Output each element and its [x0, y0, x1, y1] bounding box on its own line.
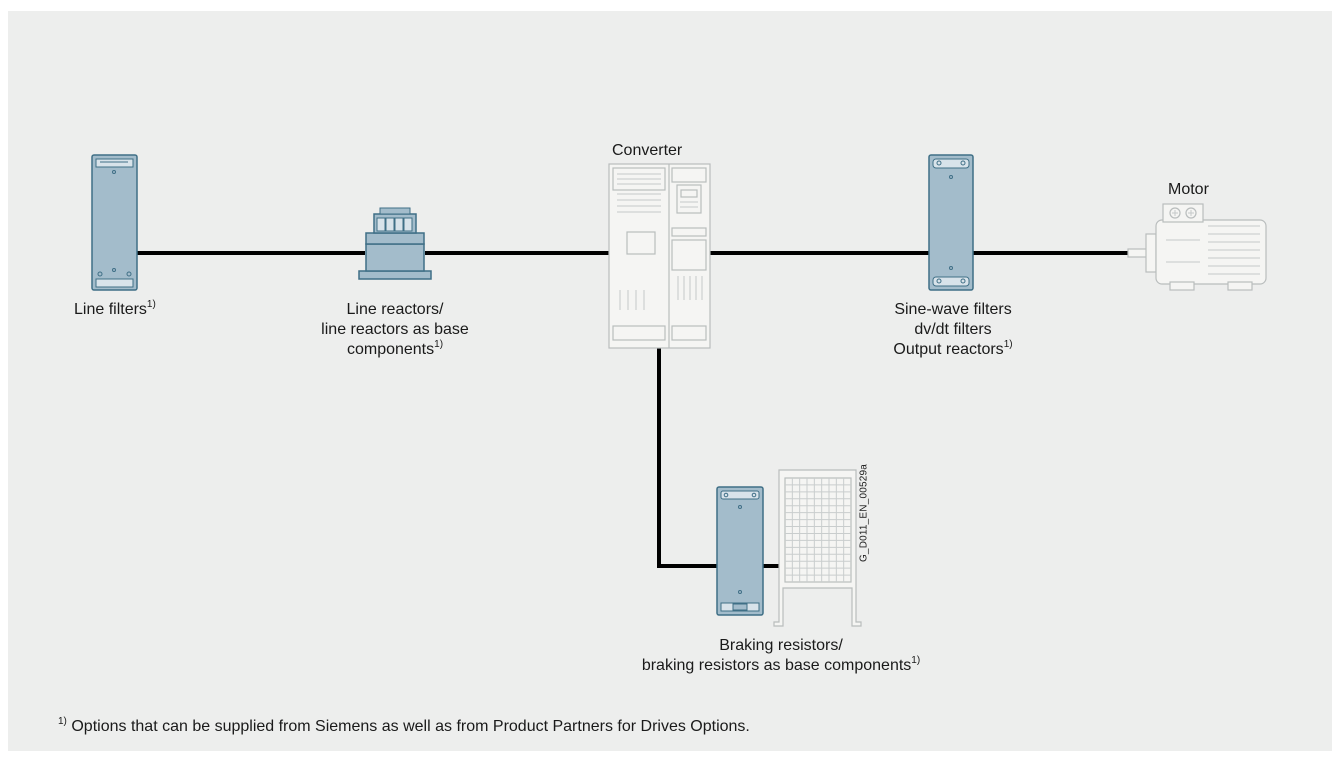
braking-resistor-icon: [716, 486, 764, 616]
braking-resistors-line2: braking resistors as base components: [641, 657, 912, 674]
braking-resistors-line2-wrap: braking resistors as base components1): [641, 654, 921, 676]
line-reactors-line3-wrap: components1): [321, 338, 469, 360]
motor-label: Motor: [1168, 181, 1209, 198]
sine-wave-filters-text: Sine-wave filters: [894, 301, 1012, 318]
converter-icon: [608, 163, 711, 349]
output-filter-icon: [928, 154, 974, 291]
line-reactor-icon: [358, 207, 432, 280]
footnote: 1) Options that can be supplied from Sie…: [58, 715, 750, 737]
connection-lines: [136, 251, 1143, 568]
line-filters-label: Line filters1): [74, 298, 156, 320]
motor-icon: [1127, 203, 1267, 291]
resistor-grid-icon: [773, 469, 862, 627]
braking-resistors-line1: Braking resistors/: [719, 637, 843, 654]
converter-label: Converter: [612, 142, 683, 159]
line-reactors-line1: Line reactors/: [346, 301, 444, 318]
line-filters-text: Line filters: [74, 301, 147, 318]
reference-code: G_D011_EN_00529a: [858, 463, 870, 563]
output-reactors-wrap: Output reactors1): [893, 338, 1013, 360]
footnote-marker: 1): [1003, 338, 1013, 350]
converter-to-braking-resistor: [657, 348, 717, 568]
footnote-marker: 1): [146, 298, 156, 310]
footnote-text: Options that can be supplied from Siemen…: [71, 718, 750, 735]
braking-resistors-label: Braking resistors/ braking resistors as …: [642, 636, 920, 676]
diagram-panel: [8, 11, 1332, 751]
line-filter-icon: [91, 154, 138, 291]
footnote-marker: 1): [434, 338, 444, 350]
footnote-marker: 1): [911, 654, 921, 666]
dvdt-filters-text: dv/dt filters: [914, 321, 992, 338]
output-reactors-text: Output reactors: [893, 341, 1004, 358]
line-reactors-label: Line reactors/ line reactors as base com…: [321, 300, 469, 360]
footnote-marker: 1): [58, 715, 67, 727]
output-options-label: Sine-wave filters dv/dt filters Output r…: [893, 300, 1012, 360]
line-reactors-line2: line reactors as base: [321, 321, 469, 338]
line-reactors-line3: components: [346, 341, 435, 358]
